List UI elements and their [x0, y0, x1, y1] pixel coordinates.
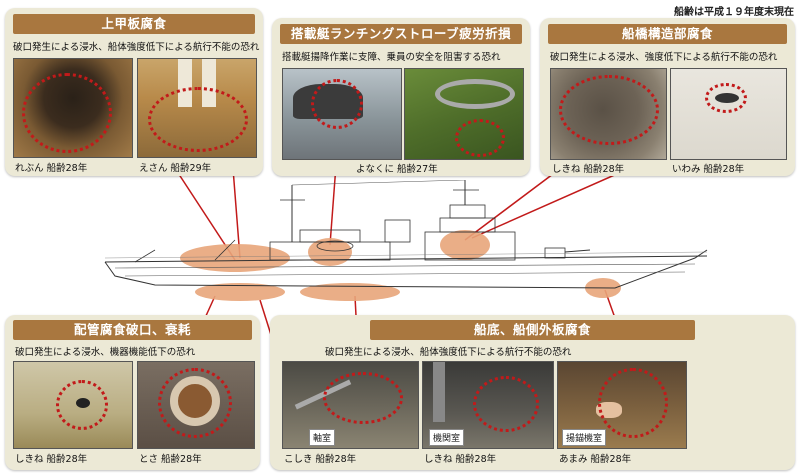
panel-launching-strop-fatigue: 搭載艇ランチングストローブ疲労折損 搭載艇揚降作業に支障、乗員の安全を阻害する恐…: [272, 18, 530, 176]
caption: よなくに 船齢27年: [356, 164, 438, 175]
photo-hull-3: 揚錨機室: [557, 361, 687, 449]
panel-description: 破口発生による浸水、船体強度低下による航行不能の恐れ: [13, 42, 260, 53]
panel-description: 搭載艇揚降作業に支障、乗員の安全を阻害する恐れ: [282, 52, 501, 63]
photo-label: 機関室: [429, 429, 465, 446]
panel-pipe-corrosion: 配管腐食破口、衰耗 破口発生による浸水、機器機能低下の恐れ しきね 船齢28年 …: [5, 315, 260, 470]
caption: しきね 船齢28年: [552, 164, 625, 175]
caption: こしき 船齢28年: [284, 454, 357, 465]
marker-circle: [598, 368, 668, 438]
panel-title: 上甲板腐食: [13, 14, 255, 34]
marker-circle: [56, 380, 108, 430]
highlight-ramp: [308, 238, 352, 266]
marker-circle: [473, 376, 539, 432]
photo-ramp-1: [282, 68, 402, 160]
caption: えさん 船齢29年: [139, 163, 212, 174]
caption: いわみ 船齢28年: [672, 164, 745, 175]
marker-circle: [323, 372, 403, 424]
marker-circle: [559, 75, 659, 145]
photo-pipe-2: [137, 361, 255, 449]
panel-title: 船橋構造部腐食: [548, 24, 787, 44]
photo-hull-1: 軸室: [282, 361, 419, 449]
panel-title: 船底、船側外板腐食: [370, 320, 695, 340]
hook-figure: [435, 79, 515, 109]
marker-circle: [158, 368, 232, 438]
photo-hull-2: 機関室: [422, 361, 554, 449]
panel-description: 破口発生による浸水、船体強度低下による航行不能の恐れ: [325, 347, 572, 358]
photo-deck-1: [13, 58, 133, 158]
panel-deck-corrosion: 上甲板腐食 破口発生による浸水、船体強度低下による航行不能の恐れ れぶん 船齢2…: [5, 8, 263, 176]
marker-circle: [22, 73, 112, 153]
photo-label: 軸室: [309, 429, 336, 446]
panel-description: 破口発生による浸水、機器機能低下の恐れ: [15, 347, 196, 358]
panel-title: 搭載艇ランチングストローブ疲労折損: [280, 24, 522, 44]
marker-circle: [705, 83, 747, 113]
panel-hull-plating-corrosion: 船底、船側外板腐食 破口発生による浸水、船体強度低下による航行不能の恐れ 軸室 …: [270, 315, 795, 470]
photo-pipe-1: [13, 361, 133, 449]
highlight-hull: [300, 283, 400, 301]
photo-bridge-2: [670, 68, 787, 160]
marker-circle: [311, 79, 363, 129]
highlight-deck: [180, 244, 290, 272]
marker-circle: [455, 119, 505, 157]
panel-title: 配管腐食破口、衰耗: [13, 320, 252, 340]
highlight-pipe: [195, 283, 285, 301]
pipe-figure: [433, 362, 445, 422]
caption: とさ 船齢28年: [139, 454, 202, 465]
photo-deck-2: [137, 58, 257, 158]
caption: しきね 船齢28年: [15, 454, 88, 465]
marker-circle: [148, 87, 248, 152]
caption: あまみ 船齢28年: [559, 454, 632, 465]
highlight-bridge: [440, 230, 490, 260]
note-ship-age-basis: 船齢は平成１９年度末現在: [674, 7, 794, 18]
caption: れぶん 船齢28年: [15, 163, 88, 174]
photo-bridge-1: [550, 68, 667, 160]
panel-description: 破口発生による浸水、強度低下による航行不能の恐れ: [550, 52, 778, 63]
panel-bridge-structure-corrosion: 船橋構造部腐食 破口発生による浸水、強度低下による航行不能の恐れ しきね 船齢2…: [540, 18, 795, 176]
photo-ramp-2: [404, 68, 524, 160]
ship-drawing: [104, 180, 708, 301]
caption: しきね 船齢28年: [424, 454, 497, 465]
photo-label: 揚錨機室: [562, 429, 607, 446]
